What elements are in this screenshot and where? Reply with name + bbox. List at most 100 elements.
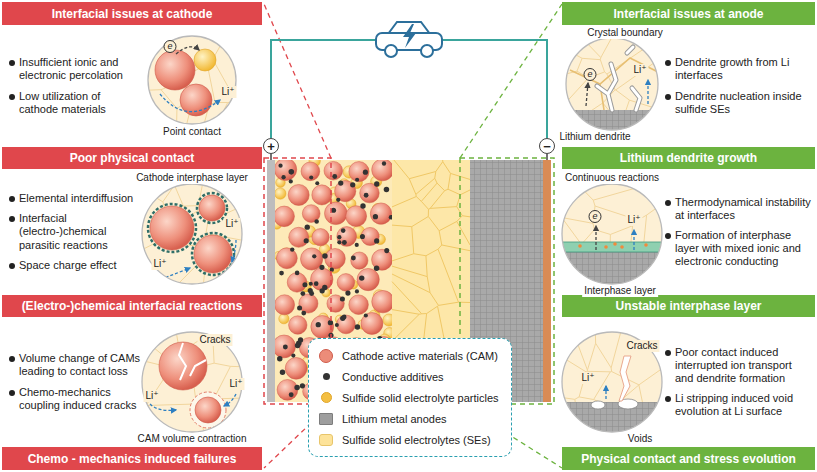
bullet-list: Poor contact induced interrupted ion tra… <box>664 346 812 419</box>
conductive-additive <box>359 275 364 280</box>
zoom-circle <box>566 38 658 134</box>
bullet-list: Thermodynamical instability at interface… <box>664 196 812 269</box>
ion-label: Li⁺ <box>631 64 648 76</box>
cathode-particle <box>327 295 344 312</box>
cathode-particle <box>372 290 392 312</box>
issue-panel: Thermodynamical instability at interface… <box>562 171 815 293</box>
grain-boundaries <box>142 184 242 284</box>
cam-particle <box>194 235 232 273</box>
legend-swatch-holder <box>317 349 335 363</box>
callout-label: Cathode interphase layer <box>134 172 250 184</box>
banner-title: Lithium dendrite growth <box>620 151 757 165</box>
cathode-particle <box>299 294 318 313</box>
zoom-leader <box>264 4 331 158</box>
cathode-particle <box>349 295 369 315</box>
callout-label: Voids <box>626 433 654 445</box>
cathode-particle <box>346 206 367 227</box>
legend-swatch <box>323 373 330 380</box>
zoom-circle <box>562 332 662 436</box>
legend-swatch-holder <box>317 413 335 425</box>
circle-ground <box>142 184 242 284</box>
electron-symbol: e <box>164 40 177 53</box>
callout-label: Lithium dendrite <box>557 131 632 143</box>
conductive-additive <box>289 179 293 183</box>
reaction-spark <box>620 245 624 249</box>
section-banner: Poor physical contact <box>2 147 262 169</box>
ion-label: Li⁺ <box>625 214 642 226</box>
circle-outline <box>142 184 242 284</box>
conductive-additive <box>277 356 282 361</box>
bullet-list: Insufficient ionic and electronic percol… <box>8 56 142 116</box>
dendrite-edge <box>597 64 616 110</box>
legend-text: Lithium metal anodes <box>342 413 447 425</box>
electrolyte-particle <box>194 49 216 71</box>
callout-label: Crystal boundary <box>585 27 665 39</box>
conductive-additive <box>355 243 359 247</box>
conductive-additive <box>355 178 359 182</box>
ion-label: Li⁺ <box>151 258 168 270</box>
conductive-additive <box>289 392 294 397</box>
conductive-additive <box>338 180 343 185</box>
callout-label: Cracks <box>624 340 659 352</box>
dendrite <box>627 47 633 53</box>
cathode-particle <box>337 274 355 292</box>
ion-path <box>160 94 220 112</box>
section-banner: Physical contact and stress evolution <box>562 447 815 470</box>
grain-boundaries <box>148 36 236 124</box>
electron-symbol: e <box>584 68 597 81</box>
ion-path <box>150 404 176 410</box>
dendrite-edge <box>627 47 633 53</box>
conductive-additive <box>322 285 327 290</box>
conductive-additive <box>350 182 355 187</box>
conductive-additive <box>336 198 340 202</box>
lightning-bolt <box>403 24 416 48</box>
legend-row: Lithium metal anodes <box>317 408 503 429</box>
legend-swatch-holder <box>317 373 335 380</box>
legend-text: Sulfide solid electrolytes (SEs) <box>342 434 491 446</box>
terminal-sign: − <box>543 140 551 153</box>
cathode-particle <box>325 202 348 225</box>
cathode-particle <box>361 313 383 335</box>
conductive-additive <box>295 271 300 276</box>
bullet-text: Dendrite nucleation inside sulfide SEs <box>664 90 812 116</box>
cathode-particle <box>285 357 307 379</box>
cathode-particle <box>372 160 392 181</box>
cathode-particle <box>275 206 294 227</box>
bullet-text: Volume change of CAMs leading to contact… <box>8 352 142 378</box>
conductive-additive <box>360 234 365 239</box>
legend-swatch <box>321 392 332 403</box>
conductive-additive <box>337 240 341 244</box>
crack <box>179 343 206 380</box>
circuit-wire <box>271 40 547 138</box>
conductive-additive <box>384 187 390 193</box>
bullet-text: Chemo-mechanics coupling induced cracks <box>8 386 142 412</box>
conductive-additive <box>322 253 328 259</box>
conductive-additive <box>355 289 359 293</box>
banner-title: Unstable interphase layer <box>615 299 761 313</box>
callout-label: Continuous reactions <box>563 172 661 184</box>
section-banner: (Electro-)chemical interfacial reactions <box>2 295 262 317</box>
circle-outline <box>566 38 658 130</box>
aluminium-collector <box>267 160 275 402</box>
issue-panel: Dendrite growth from Li interfacesDendri… <box>562 27 815 145</box>
bullet-text: Insufficient ionic and electronic percol… <box>8 56 142 82</box>
interphase-band <box>562 242 662 252</box>
conductive-additive <box>314 219 318 223</box>
cathode-particle <box>337 227 357 247</box>
conductive-additive <box>278 164 282 168</box>
cathode-particle <box>312 185 332 205</box>
conductive-additive <box>309 282 313 286</box>
cathode-particle <box>275 335 295 358</box>
ion-label: Li⁺ <box>143 390 160 402</box>
banner-title: Interfacial issues at cathode <box>52 7 213 21</box>
conductive-additive <box>295 343 301 349</box>
interphase-ring <box>148 204 196 252</box>
legend-text: Sulfide solid electrolyte particles <box>342 392 499 404</box>
bullet-text: Space charge effect <box>8 259 142 272</box>
dendrite <box>597 64 616 110</box>
issue-panel: Poor contact induced interrupted ion tra… <box>562 319 815 445</box>
cathode-particle <box>301 248 323 270</box>
cathode-particle <box>287 273 307 293</box>
conductive-additive <box>360 203 365 208</box>
bullet-text: Low utilization of cathode materials <box>8 90 142 116</box>
